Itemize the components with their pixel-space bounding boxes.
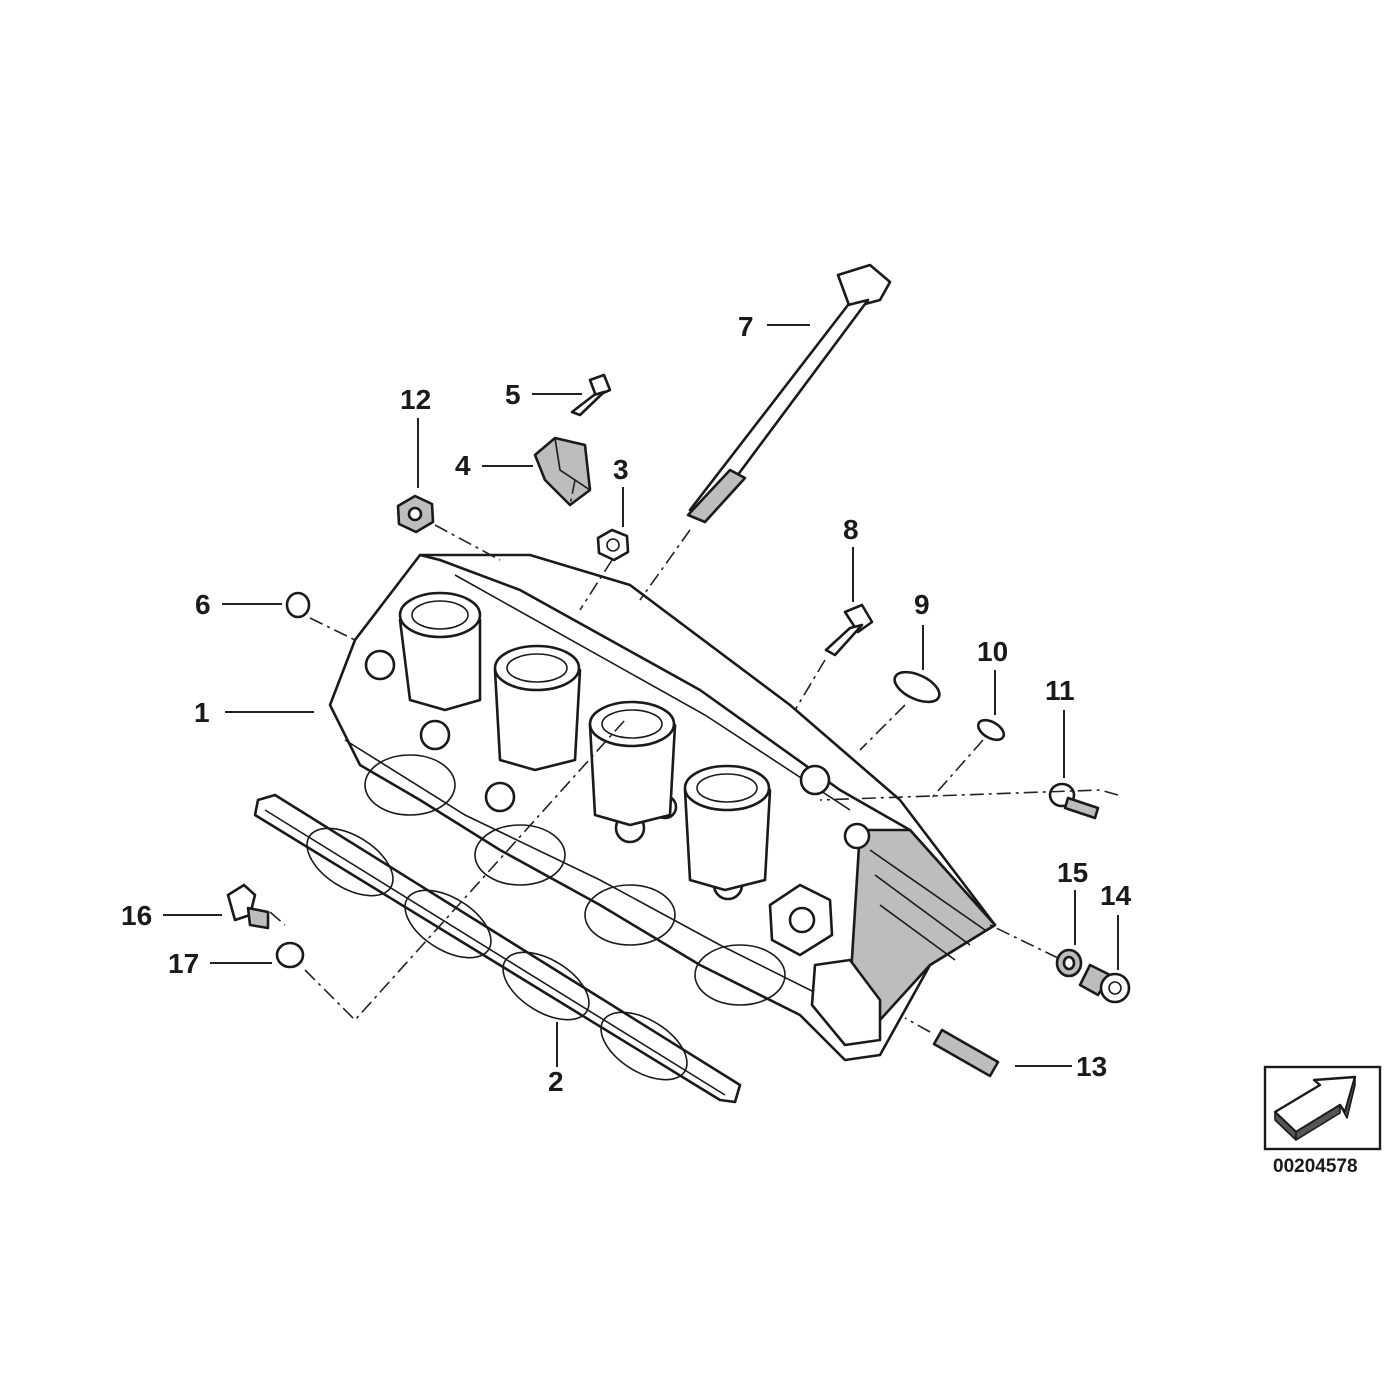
callout-1: 1 (194, 697, 210, 728)
callout-13: 13 (1076, 1051, 1107, 1082)
intake-manifold-body[interactable] (328, 553, 997, 1062)
plug-screw-14[interactable] (1078, 963, 1131, 1004)
direction-arrow-icon (1263, 1065, 1382, 1151)
long-stud-bolt[interactable] (686, 263, 892, 524)
callout-4: 4 (455, 450, 471, 481)
sealing-ring-17[interactable] (275, 941, 305, 969)
callout-labels: 1 2 3 4 5 6 7 8 9 10 11 12 13 14 15 16 1… (121, 311, 1132, 1097)
callout-14: 14 (1100, 880, 1132, 911)
small-bolt[interactable] (570, 373, 612, 417)
callout-11: 11 (1045, 675, 1075, 706)
stud-13[interactable] (932, 1028, 1000, 1078)
callout-2: 2 (548, 1066, 564, 1097)
callout-15: 15 (1057, 857, 1088, 888)
o-ring-6[interactable] (285, 591, 311, 619)
leader-lines (163, 324, 1119, 1067)
callout-8: 8 (843, 514, 859, 545)
o-ring-10[interactable] (975, 716, 1007, 744)
o-ring-9[interactable] (890, 666, 944, 708)
callout-10: 10 (977, 636, 1008, 667)
callout-6: 6 (195, 589, 211, 620)
callout-12: 12 (400, 384, 431, 415)
callout-3: 3 (613, 454, 629, 485)
callout-17: 17 (168, 948, 199, 979)
assembly-lines (269, 479, 1119, 1033)
hex-nut-12[interactable] (396, 494, 435, 534)
callout-16: 16 (121, 900, 152, 931)
screw-11[interactable] (1048, 782, 1100, 820)
callout-9: 9 (914, 589, 930, 620)
callout-5: 5 (505, 379, 521, 410)
callout-7: 7 (738, 311, 754, 342)
bracket-clip[interactable] (533, 436, 592, 507)
diagram-number: 00204578 (1273, 1156, 1358, 1177)
bolt-8[interactable] (824, 603, 874, 657)
hex-nut[interactable] (596, 528, 630, 562)
sensor-plug-16[interactable] (226, 883, 270, 930)
washer-15[interactable] (1055, 948, 1083, 978)
manifold-gasket[interactable] (253, 793, 742, 1104)
